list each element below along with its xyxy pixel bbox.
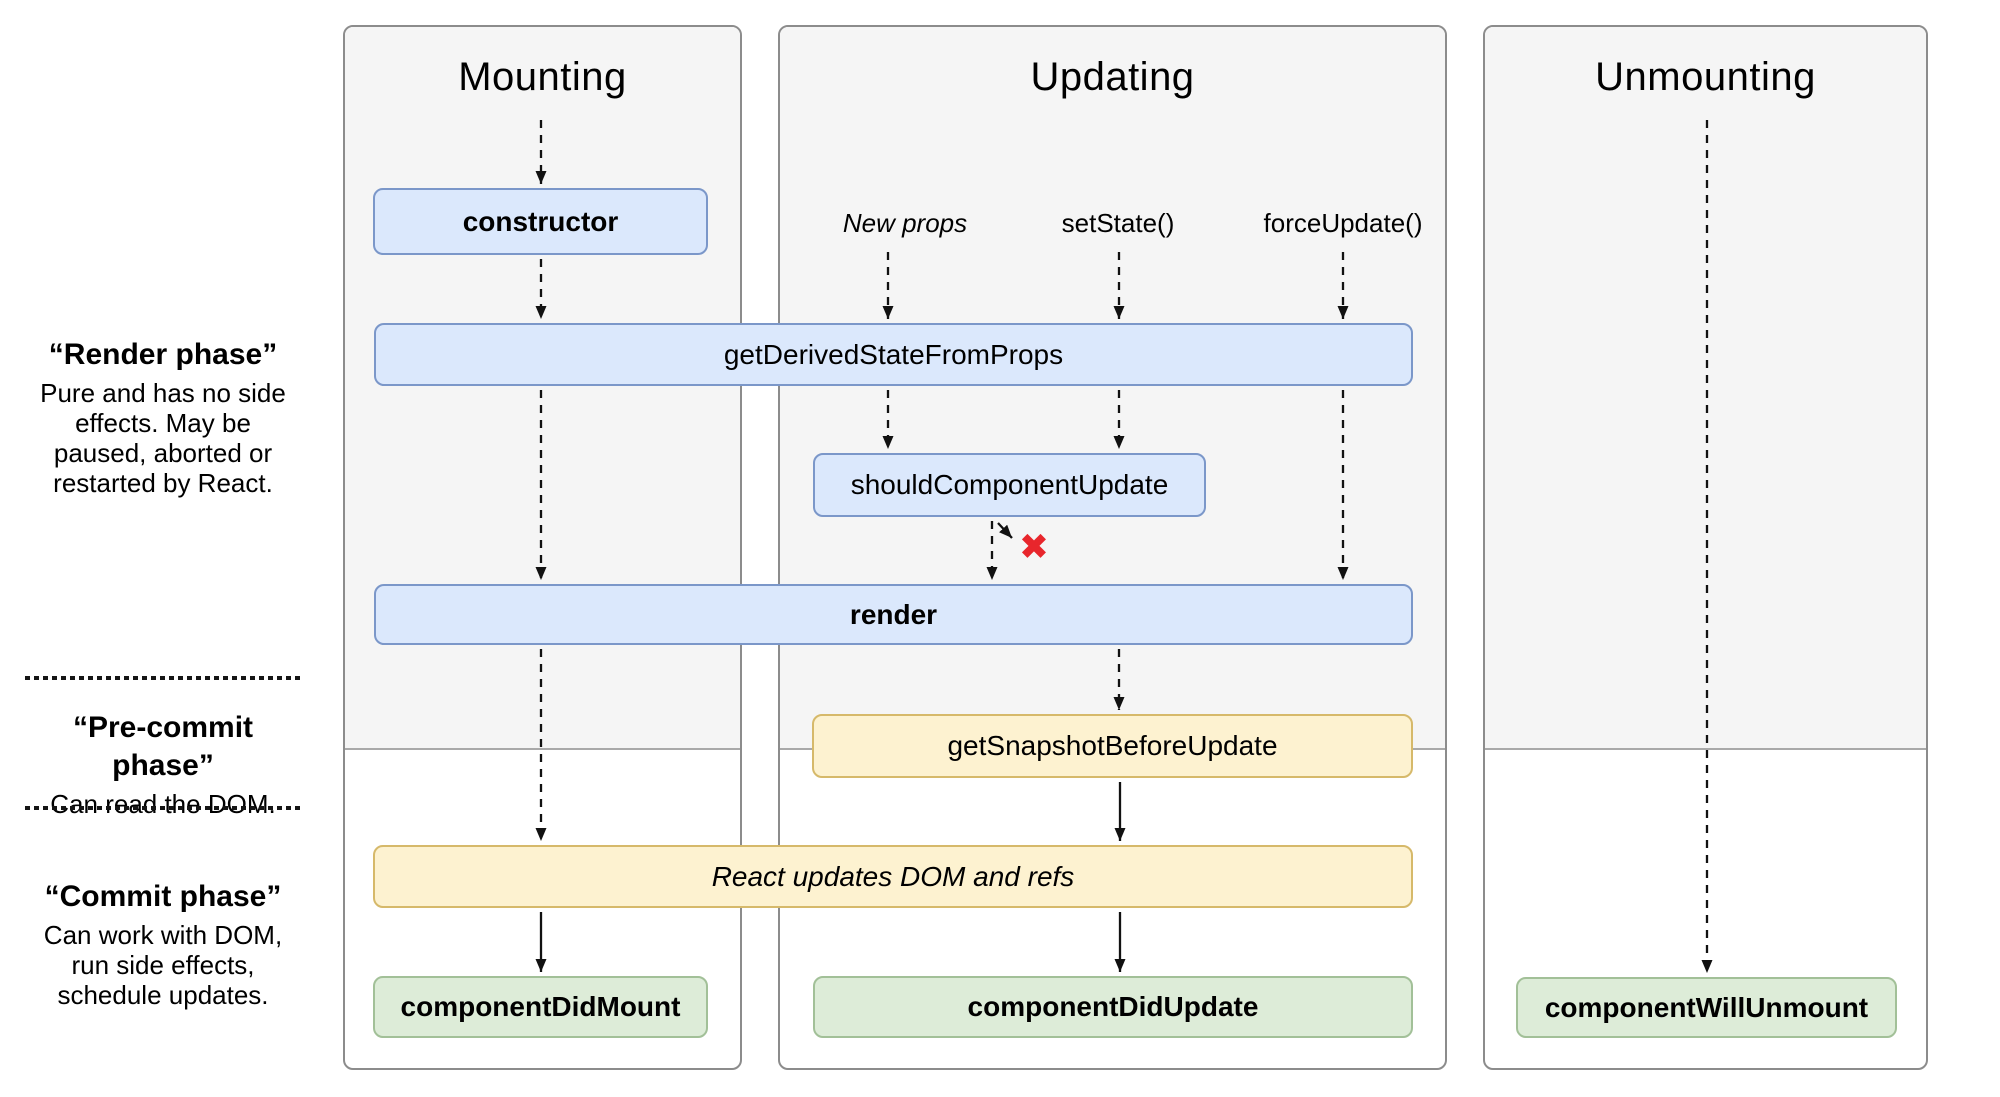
render-phase-label: “Render phase” Pure and has no side effe… — [23, 336, 303, 498]
box-should-component-update: shouldComponentUpdate — [813, 453, 1206, 517]
trigger-set-state: setState() — [1061, 208, 1175, 238]
box-component-did-update: componentDidUpdate — [813, 976, 1413, 1038]
column-title-unmounting: Unmounting — [1595, 55, 1816, 99]
column-title-updating: Updating — [1030, 55, 1195, 99]
box-get-derived-state-from-props: getDerivedStateFromProps — [374, 323, 1413, 386]
box-react-updates-dom: React updates DOM and refs — [373, 845, 1413, 908]
render-phase-description: Pure and has no side effects. May be pau… — [40, 378, 286, 498]
phase-boundary-line — [345, 748, 740, 750]
box-component-will-unmount: componentWillUnmount — [1516, 977, 1897, 1038]
pre-commit-phase-description: Can read the DOM. — [50, 789, 276, 819]
update-blocked-icon: ✖ — [1018, 526, 1050, 567]
render-phase-title: “Render phase” — [48, 338, 278, 371]
commit-phase-description: Can work with DOM, run side effects, sch… — [43, 920, 283, 1010]
column-title-mounting: Mounting — [458, 55, 627, 99]
render-phase-region — [1485, 27, 1926, 748]
box-get-snapshot-before-update: getSnapshotBeforeUpdate — [812, 714, 1413, 778]
pre-commit-phase-label: “Pre-commit phase” Can read the DOM. — [23, 709, 303, 819]
phase-divider-top — [25, 676, 303, 680]
trigger-new-props: New props — [842, 208, 968, 238]
box-constructor: constructor — [373, 188, 708, 255]
panel-unmounting: Unmounting — [1483, 25, 1928, 1070]
phase-divider-bottom — [25, 806, 303, 810]
panel-updating: Updating — [778, 25, 1447, 1070]
box-component-did-mount: componentDidMount — [373, 976, 708, 1038]
commit-phase-title: “Commit phase” — [44, 880, 282, 913]
box-render: render — [374, 584, 1413, 645]
phase-boundary-line — [1485, 748, 1926, 750]
panel-mounting: Mounting — [343, 25, 742, 1070]
commit-phase-label: “Commit phase” Can work with DOM, run si… — [23, 878, 303, 1010]
pre-commit-phase-title: “Pre-commit phase” — [72, 711, 254, 782]
trigger-force-update: forceUpdate() — [1263, 208, 1423, 238]
